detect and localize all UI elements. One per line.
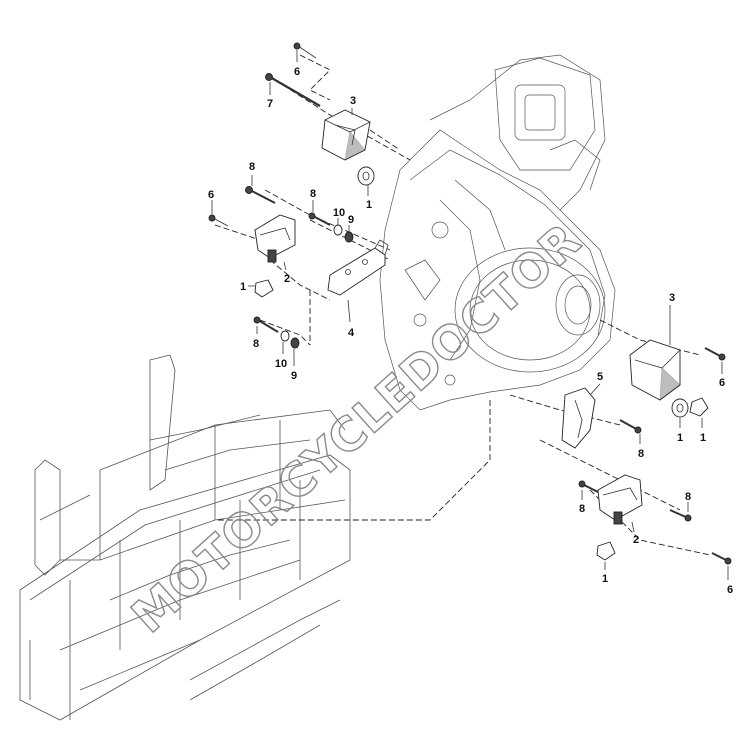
callout-6-right-bottom: 6 bbox=[727, 584, 733, 596]
engine-assembly bbox=[379, 54, 616, 411]
callout-1-top: 1 bbox=[366, 199, 372, 211]
callout-6-top: 6 bbox=[294, 66, 300, 78]
callout-4: 4 bbox=[348, 327, 355, 339]
bolt-8-f bbox=[669, 509, 692, 522]
callout-10-a: 10 bbox=[333, 207, 345, 219]
callout-8-c: 8 bbox=[253, 338, 259, 350]
callout-8-e: 8 bbox=[579, 503, 585, 515]
bracket-5 bbox=[561, 387, 596, 449]
callout-1-right-a: 1 bbox=[677, 432, 683, 444]
callout-2-left: 2 bbox=[284, 273, 290, 285]
hardware-parts bbox=[208, 42, 732, 565]
callout-9-b: 9 bbox=[291, 370, 297, 382]
callout-6-left: 6 bbox=[208, 189, 214, 201]
washer-10-b bbox=[280, 330, 290, 342]
callout-5: 5 bbox=[597, 371, 603, 383]
callout-3-right: 3 bbox=[669, 292, 675, 304]
bracket-4 bbox=[327, 239, 389, 296]
bolt-8-b bbox=[308, 212, 331, 226]
callout-1-bottom: 1 bbox=[602, 573, 608, 585]
callout-labels: 6 7 3 1 8 6 8 10 9 2 1 4 8 10 9 3 6 5 8 … bbox=[208, 66, 733, 596]
leader-lines bbox=[211, 50, 729, 580]
callout-8-d: 8 bbox=[638, 448, 644, 460]
callout-8-a: 8 bbox=[249, 161, 255, 173]
bolt-6-top bbox=[293, 42, 317, 59]
callout-3-top: 3 bbox=[350, 95, 356, 107]
bolt-6-right-bottom bbox=[711, 552, 732, 565]
callout-9-a: 9 bbox=[348, 214, 354, 226]
callout-1-left: 1 bbox=[240, 281, 246, 293]
nut-9-b bbox=[290, 337, 300, 349]
nut-9-a bbox=[344, 231, 354, 243]
callout-7: 7 bbox=[267, 98, 273, 110]
assembly-lines bbox=[214, 54, 711, 556]
bolt-8-a bbox=[245, 186, 276, 204]
bolt-8-d bbox=[619, 419, 642, 434]
nut-1-bottom bbox=[596, 541, 616, 561]
engine-mount-2-right bbox=[597, 474, 643, 525]
callout-1-right-b: 1 bbox=[700, 432, 706, 444]
callout-8-b: 8 bbox=[310, 188, 316, 200]
callout-8-f: 8 bbox=[685, 491, 691, 503]
nut-1-right-b bbox=[689, 397, 709, 417]
nut-1-right-a bbox=[671, 398, 689, 418]
bolt-6-right-top bbox=[704, 347, 726, 361]
bolt-8-e bbox=[578, 480, 599, 493]
bolt-8-c bbox=[253, 316, 279, 333]
callout-10-b: 10 bbox=[275, 358, 287, 370]
bolt-7 bbox=[265, 73, 321, 107]
callout-6-right-top: 6 bbox=[719, 377, 725, 389]
nut-1-top bbox=[357, 166, 375, 186]
vehicle-frame bbox=[19, 354, 351, 721]
engine-mount-3-right bbox=[629, 339, 681, 401]
engine-mount-2-left bbox=[254, 214, 296, 263]
washer-10-a bbox=[333, 224, 343, 236]
bolt-6-left bbox=[208, 214, 229, 227]
callout-2-right: 2 bbox=[633, 534, 639, 546]
nut-1-left bbox=[254, 279, 274, 298]
engine-mount-3-top bbox=[321, 109, 371, 161]
